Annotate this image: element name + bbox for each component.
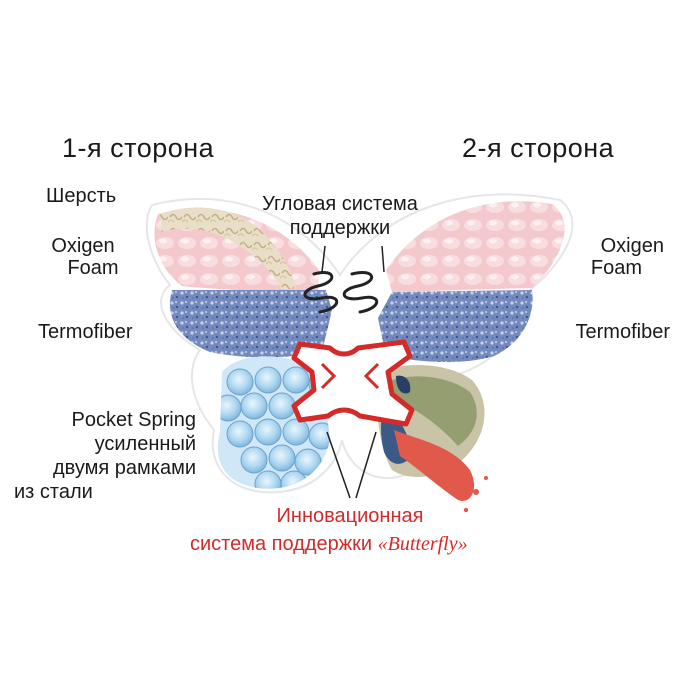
label-pocket-2: усиленный	[94, 433, 196, 455]
label-corner-support-2: поддержки	[289, 217, 391, 239]
termofiber-right	[378, 290, 533, 363]
butterfly-frame	[291, 339, 415, 427]
label-oxigen-right-2: Foam	[590, 257, 642, 279]
label-termofiber-left: Termofiber	[38, 321, 133, 343]
label-termofiber-right: Termofiber	[575, 321, 670, 343]
label-oxigen-left-2: Foam	[67, 257, 119, 279]
innovation-brand: «Butterfly»	[377, 533, 468, 555]
label-innovation-1: Инновационная	[276, 505, 424, 527]
oxigen-foam-right	[386, 201, 565, 292]
label-oxigen-right-1: Oxigen	[600, 235, 664, 257]
label-pocket-4: из стали	[14, 481, 93, 503]
wool-layer	[160, 207, 296, 290]
label-oxigen-left-1: Oxigen	[51, 235, 115, 257]
label-pocket-3: двумя рамками	[53, 457, 196, 479]
side-2-heading: 2-я сторона	[462, 133, 615, 163]
leader-lines	[321, 245, 385, 499]
label-wool: Шерсть	[46, 185, 117, 207]
innovation-text: система поддержки	[190, 533, 373, 555]
termofiber-left	[169, 290, 332, 358]
label-pocket-1: Pocket Spring	[71, 409, 196, 431]
label-corner-support-1: Угловая система	[262, 193, 418, 215]
label-innovation-2: система поддержки «Butterfly»	[190, 534, 468, 555]
corner-springs	[303, 271, 379, 314]
side-1-heading: 1-я сторона	[62, 133, 215, 163]
